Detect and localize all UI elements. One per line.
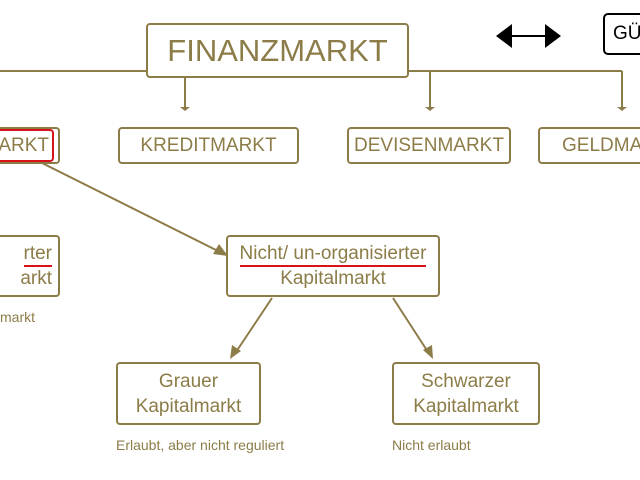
corner-button-label: GÜ <box>613 23 640 44</box>
kapitalmarkt-label: ARKT <box>0 135 49 156</box>
nicht-organisierter-line2: Kapitalmarkt <box>280 268 386 289</box>
kapitalmarkt-box-partial[interactable]: ARKT <box>0 127 60 164</box>
kreditmarkt-box[interactable]: KREDITMARKT <box>118 127 299 164</box>
schwarzer-line1: Schwarzer <box>421 370 511 392</box>
geldmarkt-box[interactable]: GELDMA <box>538 127 640 164</box>
finanzmarkt-label: FINANZMARKT <box>167 32 388 68</box>
schwarzer-line2: Kapitalmarkt <box>413 395 519 417</box>
selected-outline: ARKT <box>0 129 54 162</box>
finanzmarkt-box[interactable]: FINANZMARKT <box>146 23 409 78</box>
grauer-line2: Kapitalmarkt <box>135 395 242 417</box>
kreditmarkt-label: KREDITMARKT <box>140 135 277 156</box>
devisenmarkt-label: DEVISENMARKT <box>354 135 504 156</box>
nicht-organisierter-line1: Nicht/ un-organisierter <box>239 243 427 267</box>
grauer-kapitalmarkt-box[interactable]: Grauer Kapitalmarkt <box>116 362 261 425</box>
double-arrow-icon[interactable] <box>496 24 561 48</box>
schwarzer-note: Nicht erlaubt <box>392 437 471 453</box>
organisierter-line2: arkt <box>20 268 52 289</box>
organisierter-line1: rter <box>23 243 52 267</box>
devisenmarkt-box[interactable]: DEVISENMARKT <box>347 127 511 164</box>
schwarzer-kapitalmarkt-box[interactable]: Schwarzer Kapitalmarkt <box>392 362 540 425</box>
nicht-organisierter-box[interactable]: Nicht/ un-organisierter Kapitalmarkt <box>226 235 440 297</box>
grauer-line1: Grauer <box>158 370 219 392</box>
geldmarkt-label: GELDMA <box>562 135 640 156</box>
organisierter-kapitalmarkt-box-partial[interactable]: rter arkt <box>0 235 60 297</box>
grauer-note: Erlaubt, aber nicht reguliert <box>116 437 285 453</box>
corner-button[interactable]: GÜ <box>603 13 640 55</box>
organisierter-note: markt <box>0 309 35 325</box>
